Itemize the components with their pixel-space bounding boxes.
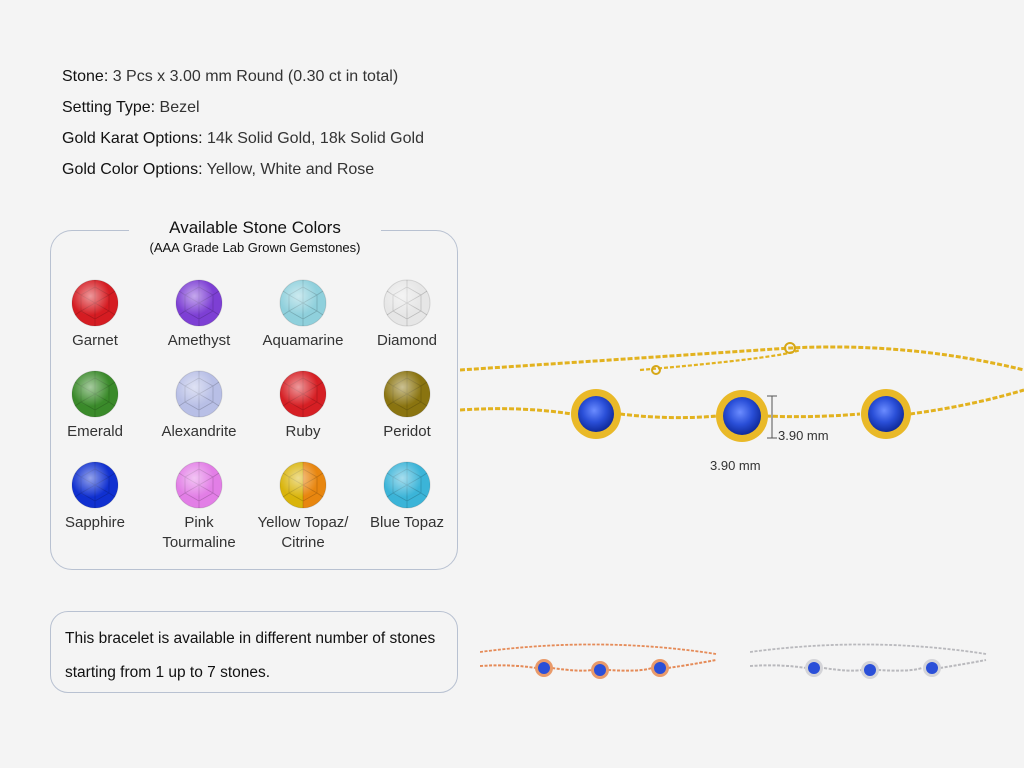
gem-diamond-icon [383, 279, 431, 327]
gem-amethyst: Amethyst [147, 279, 251, 351]
gem-sapphire-icon [71, 461, 119, 509]
gem-label: Alexandrite [161, 423, 237, 440]
gem-garnet-icon [71, 279, 119, 327]
gem-peridot: Peridot [355, 370, 459, 442]
gem-label: Ruby [285, 423, 321, 440]
spec-stone: Stone: 3 Pcs x 3.00 mm Round (0.30 ct in… [62, 68, 399, 85]
gem-pink-icon [175, 461, 223, 509]
gem-emerald-icon [71, 370, 119, 418]
gem-diamond: Diamond [355, 279, 459, 351]
bracelet-stone-3 [861, 389, 911, 439]
gem-label: Amethyst [167, 332, 231, 349]
gem-label-line2: Tourmaline [162, 534, 236, 551]
stone-colors-heading: Available Stone Colors (AAA Grade Lab Gr… [129, 217, 381, 257]
gem-label: Emerald [67, 423, 123, 440]
rose-gold-bracelet-image [480, 643, 717, 679]
gem-aquamarine-icon [279, 279, 327, 327]
gem-aquamarine: Aquamarine [251, 279, 355, 351]
bracelet-stone-2 [716, 390, 768, 442]
height-dimension-label: 3.90 mm [778, 428, 829, 443]
gem-alexandrite: Alexandrite [147, 370, 251, 442]
gem-label: Blue Topaz [370, 514, 444, 531]
product-specs: Stone: 3 Pcs x 3.00 mm Round (0.30 ct in… [62, 64, 424, 188]
stone-colors-title: Available Stone Colors [169, 218, 341, 237]
gem-label-line2: Citrine [281, 534, 325, 551]
stone-colors-subtitle: (AAA Grade Lab Grown Gemstones) [149, 240, 361, 255]
gem-label: Sapphire [64, 514, 126, 531]
gem-blue-topaz-icon [383, 461, 431, 509]
spec-gold-karat: Gold Karat Options: 14k Solid Gold, 18k … [62, 130, 424, 147]
spec-gold-color: Gold Color Options: Yellow, White and Ro… [62, 161, 375, 178]
gem-amethyst-icon [175, 279, 223, 327]
bracelet-stone-1 [571, 389, 621, 439]
stone-count-note: This bracelet is available in different … [50, 611, 458, 693]
gem-alexandrite-icon [175, 370, 223, 418]
gem-label: Pink [184, 514, 214, 531]
gem-yellow-topaz: Yellow Topaz/Citrine [251, 461, 355, 553]
yellow-gold-bracelet-image [460, 342, 1024, 442]
gem-emerald: Emerald [43, 370, 147, 442]
gem-label: Garnet [72, 332, 118, 349]
gem-label: Diamond [376, 332, 438, 349]
gem-yellow-topaz-icon [279, 461, 327, 509]
gem-sapphire: Sapphire [43, 461, 147, 533]
note-line-1: This bracelet is available in different … [65, 630, 436, 647]
note-line-2: starting from 1 up to 7 stones. [65, 664, 271, 681]
width-dimension-label: 3.90 mm [710, 458, 761, 473]
gem-garnet: Garnet [43, 279, 147, 351]
gem-label: Peridot [383, 423, 431, 440]
stone-colors-panel: Available Stone Colors (AAA Grade Lab Gr… [50, 217, 459, 570]
gem-ruby: Ruby [251, 370, 355, 442]
gem-label: Aquamarine [262, 332, 344, 349]
white-gold-bracelet-image [750, 643, 987, 679]
gem-blue-topaz: Blue Topaz [355, 461, 459, 533]
gem-ruby-icon [279, 370, 327, 418]
gem-peridot-icon [383, 370, 431, 418]
gem-label: Yellow Topaz/ [257, 514, 349, 531]
spec-setting-type: Setting Type: Bezel [62, 99, 200, 116]
